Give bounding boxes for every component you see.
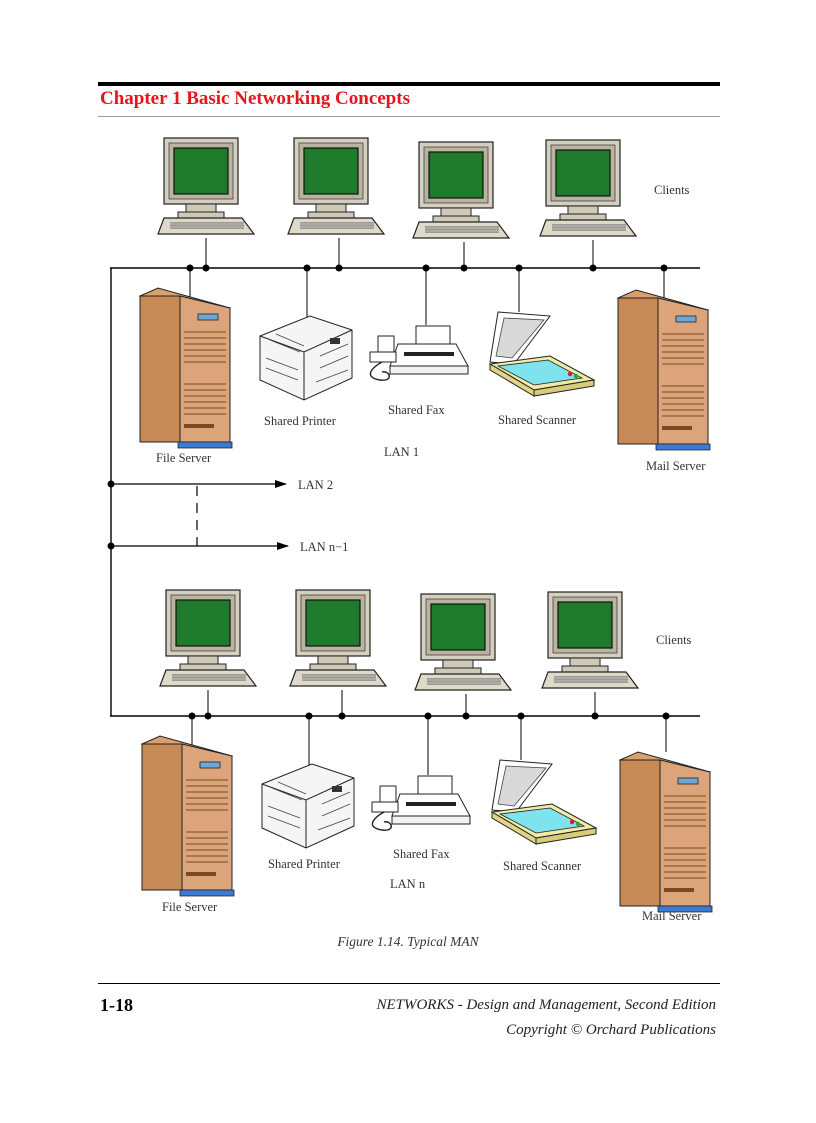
page-number: 1-18 [100,995,133,1015]
clients-label: Clients [654,183,690,197]
copyright-notice: Copyright © Orchard Publications [506,1022,716,1038]
lan-n-group: Clients Shared Printer Shared F [110,589,713,923]
client-computer-icon [414,593,512,691]
client-computer-icon [412,141,510,239]
mail-server-icon [619,751,713,913]
fax-icon [371,775,471,831]
file-server-icon [141,735,235,897]
book-title: NETWORKS - Design and Management, Second… [376,997,716,1013]
lan-1-client-drops [205,238,594,268]
client-computer-icon [289,589,387,687]
lan-n-1-label: LAN n−1 [300,540,348,554]
mail-server-icon [617,289,711,451]
backbone-group: LAN 2 LAN n−1 [107,268,348,716]
printer-icon [259,315,353,401]
fax-icon [369,325,469,381]
client-computer-icon [157,137,255,235]
printer-label: Shared Printer [268,857,341,871]
lan-1-junctions [186,264,668,272]
printer-icon [261,763,355,849]
mail-server-label: Mail Server [646,459,706,473]
client-computer-icon [539,139,637,237]
clients-label: Clients [656,633,692,647]
scanner-label: Shared Scanner [498,413,577,427]
lan-2-label: LAN 2 [298,478,333,492]
lan-label: LAN n [390,877,426,891]
scanner-label: Shared Scanner [503,859,582,873]
lan-n-device-drops [191,716,667,775]
lan-n-junctions [188,712,670,720]
file-server-label: File Server [162,900,218,914]
bottom-rule [98,983,720,984]
lan-1-group: Clients Shared Print [110,137,711,473]
scanner-icon [491,759,597,845]
client-computer-icon [287,137,385,235]
client-computer-icon [541,591,639,689]
scanner-icon [489,311,595,397]
chapter-title: Chapter 1 Basic Networking Concepts [100,88,410,109]
figure-caption: Figure 1.14. Typical MAN [337,934,479,949]
lan-1-device-drops [189,268,665,325]
mail-server-label: Mail Server [642,909,702,923]
header-rule [98,116,720,117]
fax-label: Shared Fax [393,847,450,861]
printer-label: Shared Printer [264,414,337,428]
lan-label: LAN 1 [384,445,419,459]
client-computer-icon [159,589,257,687]
network-diagram: Clients Shared Print [107,137,713,923]
fax-label: Shared Fax [388,403,445,417]
lan-n-client-drops [207,690,596,716]
top-rule [98,82,720,86]
file-server-label: File Server [156,451,212,465]
file-server-icon [139,287,233,449]
